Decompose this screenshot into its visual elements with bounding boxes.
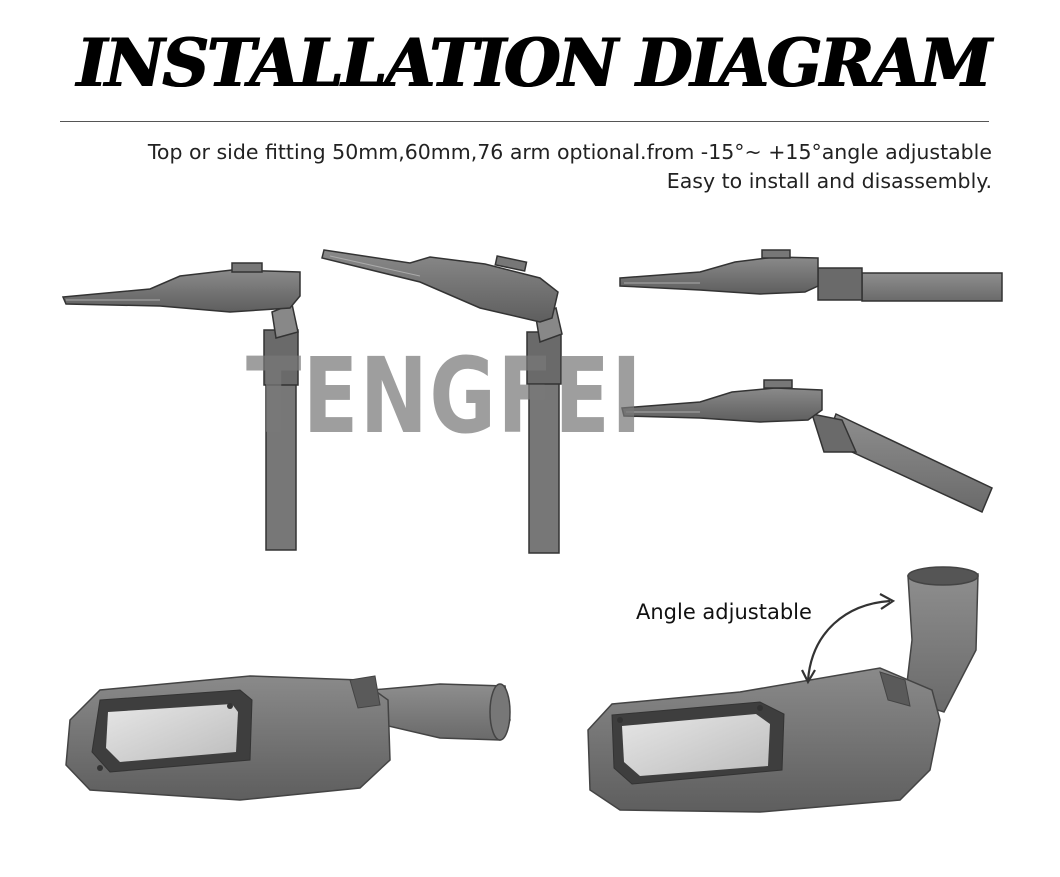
- top-fitting-horizontal-illustration: [61, 262, 301, 551]
- page-title: INSTALLATION DIAGRAM: [76, 24, 991, 102]
- side-fitting-horizontal-illustration: [619, 249, 1003, 302]
- top-fitting-tilted-illustration: [321, 249, 563, 554]
- brand-watermark: TENGFEI: [246, 335, 644, 457]
- description-line-1: Top or side fitting 50mm,60mm,76 arm opt…: [147, 140, 992, 164]
- description: Top or side fitting 50mm,60mm,76 arm opt…: [148, 138, 992, 196]
- angle-adjustable-label: Angle adjustable: [636, 600, 812, 624]
- description-line-2: Easy to install and disassembly.: [666, 169, 992, 193]
- title-divider: [60, 121, 989, 122]
- angle-adjust-arrow-icon: [801, 593, 896, 685]
- side-fitting-tilted-illustration: [621, 379, 993, 514]
- luminaire-3d-side-arm-illustration: [65, 675, 511, 801]
- luminaire-3d-top-fitting-illustration: [587, 566, 979, 813]
